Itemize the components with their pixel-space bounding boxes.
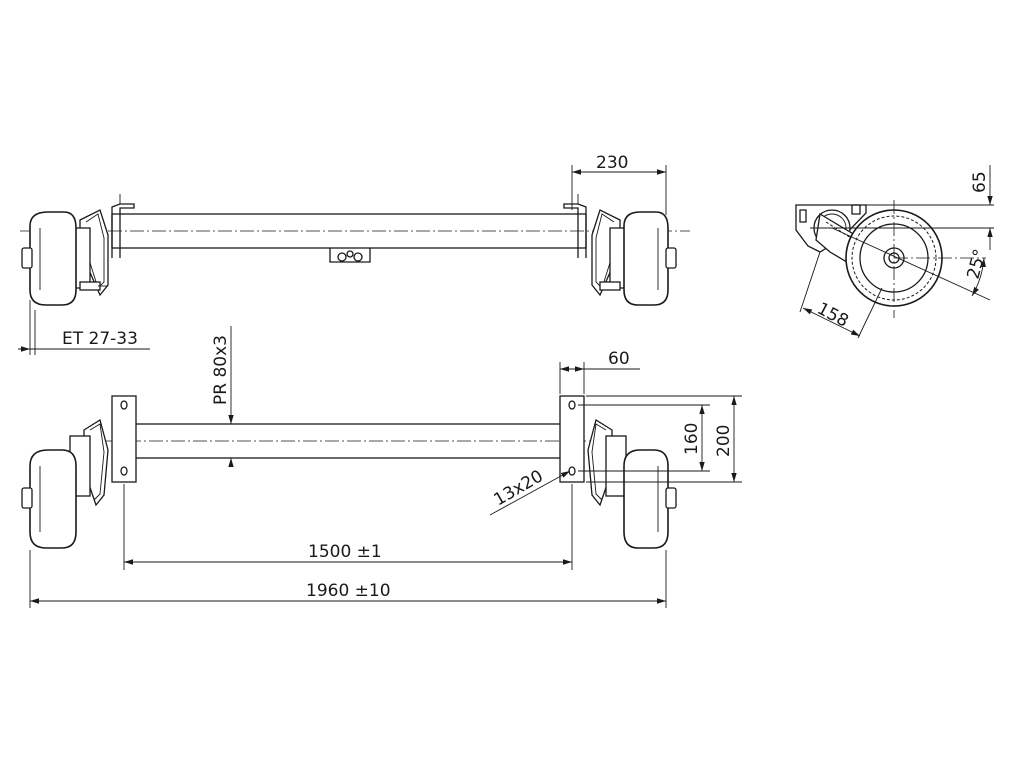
dimension-tube-profile: PR 80x3 [211, 326, 234, 467]
dimension-offset: ET 27-33 [18, 300, 150, 355]
right-wheel-drum [623, 211, 669, 306]
flange-width-label: 230 [596, 153, 628, 173]
slot-holes-label: 13x20 [491, 466, 547, 510]
dimension-plate-distance: 1500 ±1 [123, 484, 573, 570]
left-hub-cap [21, 247, 33, 269]
plate-distance-label: 1500 ±1 [308, 542, 382, 562]
left-wheel-top [29, 449, 77, 549]
left-flange-bracket [111, 203, 135, 258]
hole-spacing-label: 160 [682, 423, 702, 455]
right-flange-bracket [563, 203, 587, 258]
side-length-label: 158 [814, 299, 852, 332]
center-mount [329, 248, 371, 263]
plate-height-label: 200 [714, 425, 734, 457]
tube-profile-label: PR 80x3 [211, 335, 231, 405]
dimension-flange-width: 230 [571, 153, 667, 215]
dimension-side-height: 65 [970, 165, 993, 250]
offset-label: ET 27-33 [62, 329, 138, 349]
dimension-plate-width: 60 [559, 349, 640, 394]
left-mounting-plate [111, 395, 137, 483]
plate-width-label: 60 [608, 349, 630, 369]
right-wheel-top [623, 449, 669, 549]
dimension-plate-height: 200 [586, 395, 742, 483]
axle-top-view [21, 395, 677, 549]
right-mounting-plate [559, 395, 585, 483]
dimension-arm-angle: 25° [964, 247, 991, 297]
dimension-slot-holes: 13x20 [489, 466, 571, 516]
side-height-label: 65 [970, 171, 990, 193]
right-hub-cap [665, 247, 677, 269]
arm-angle-label: 25° [964, 247, 991, 281]
overall-width-label: 1960 ±10 [306, 581, 391, 601]
left-wheel-drum [29, 211, 77, 306]
axle-front-view [20, 194, 690, 306]
axle-side-view [795, 200, 994, 318]
dimension-hole-spacing: 160 [578, 404, 710, 472]
dimension-overall-width: 1960 ±10 [29, 550, 667, 608]
